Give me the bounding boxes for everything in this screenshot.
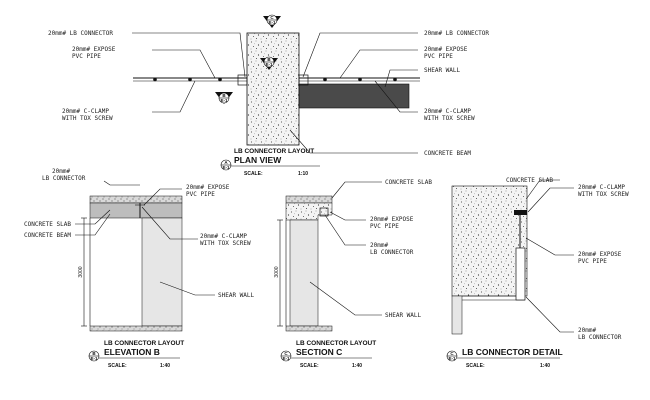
concrete-beam xyxy=(89,202,183,219)
svg-text:E-1: E-1 xyxy=(220,98,228,103)
label-lb-connector: 20mm# LB CONNECTOR xyxy=(48,30,113,37)
label-c-clamp: WITH TOX SCREW xyxy=(200,240,251,247)
plan-scale-value: 1:10 xyxy=(298,171,308,177)
section-scale-value: 1:40 xyxy=(352,363,362,369)
svg-text:C: C xyxy=(284,351,288,356)
label-c-clamp: 20mm# C-CLAMP xyxy=(62,108,109,115)
label-lb-connector: LB CONNECTOR xyxy=(578,334,622,341)
clamp-right-2 xyxy=(358,77,362,82)
dimension-text: 3000 xyxy=(274,266,280,277)
label-concrete-slab: CONCRETE SLAB xyxy=(385,179,432,186)
elevation-scale-value: 1:40 xyxy=(160,363,170,369)
section-marker-left: B E-1 xyxy=(215,92,233,104)
plan-subtitle: PLAN VIEW xyxy=(234,155,282,165)
detail-title: LB CONNECTOR DETAIL xyxy=(462,347,563,357)
label-lb-connector: 20mm# LB CONNECTOR xyxy=(424,30,489,37)
label-c-clamp: 20mm# C-CLAMP xyxy=(424,108,471,115)
plan-view: 20mm# LB CONNECTOR 20mm# EXPOSE PVC PIPE… xyxy=(48,14,489,177)
detail-scale-value: 1:40 xyxy=(540,363,550,369)
svg-text:A: A xyxy=(224,160,228,165)
floor-slab xyxy=(285,325,333,332)
svg-text:B: B xyxy=(222,93,226,98)
svg-text:E-1: E-1 xyxy=(90,356,98,361)
clamp-left-3 xyxy=(218,77,222,82)
section-marker-mid: B E-1 xyxy=(260,56,278,70)
label-c-clamp: WITH TOX SCREW xyxy=(424,115,475,122)
svg-text:E-1: E-1 xyxy=(268,20,276,25)
svg-text:E-1: E-1 xyxy=(282,356,290,361)
shear-wall xyxy=(289,219,319,327)
concrete-slab xyxy=(89,195,183,204)
label-concrete-beam: CONCRETE BEAM xyxy=(424,150,471,157)
svg-text:B: B xyxy=(267,57,271,62)
clamp-left-2 xyxy=(188,77,192,82)
label-lb-connector: 20mm# xyxy=(578,327,596,334)
label-expose-pipe: PVC PIPE xyxy=(370,223,399,230)
pvc-pipe-vertical xyxy=(515,247,526,301)
label-lb-connector: LB CONNECTOR xyxy=(370,249,414,256)
label-shear-wall: SHEAR WALL xyxy=(385,312,422,319)
label-expose-pipe: PVC PIPE xyxy=(578,258,607,265)
label-expose-pipe: 20mm# EXPOSE xyxy=(370,216,414,223)
label-lb-connector: 20mm# xyxy=(370,242,388,249)
svg-text:C: C xyxy=(270,15,274,20)
label-c-clamp: WITH TOX SCREW xyxy=(578,191,629,198)
plan-title: LB CONNECTOR LAYOUT xyxy=(234,148,314,155)
shear-wall xyxy=(141,217,183,327)
label-c-clamp: 20mm# C-CLAMP xyxy=(578,184,625,191)
elevation-title: LB CONNECTOR LAYOUT xyxy=(104,340,184,347)
elevation-b: 3000 20mm# LB CONNECTOR CONCRETE SLAB CO… xyxy=(24,168,255,369)
plan-scale-label: SCALE: xyxy=(244,171,263,177)
section-subtitle: SECTION C xyxy=(296,347,342,357)
label-expose-pipe: 20mm# EXPOSE xyxy=(578,251,622,258)
concrete-slab xyxy=(451,185,528,297)
elevation-scale-label: SCALE: xyxy=(108,363,127,369)
clamp-right-3 xyxy=(393,77,397,82)
label-c-clamp: 20mm# C-CLAMP xyxy=(200,233,247,240)
floor-slab xyxy=(89,325,183,332)
detail-scale-label: SCALE: xyxy=(466,363,485,369)
label-lb-connector: 20mm# xyxy=(52,168,70,175)
lb-connector-detail: CONCRETE SLAB 20mm# C-CLAMP WITH TOX SCR… xyxy=(446,177,629,369)
svg-text:E-1: E-1 xyxy=(448,356,456,361)
label-concrete-slab: CONCRETE SLAB xyxy=(506,177,553,184)
label-expose-pipe: 20mm# EXPOSE xyxy=(186,184,230,191)
label-shear-wall: SHEAR WALL xyxy=(218,292,255,299)
label-concrete-slab: CONCRETE SLAB xyxy=(24,221,71,228)
elevation-subtitle: ELEVATION B xyxy=(104,347,160,357)
shear-wall xyxy=(451,295,463,335)
svg-text:B: B xyxy=(92,351,96,356)
concrete-slab xyxy=(285,195,333,204)
label-expose-pipe: 20mm# EXPOSE xyxy=(424,46,468,53)
concrete-column xyxy=(246,32,300,146)
section-title: LB CONNECTOR LAYOUT xyxy=(296,340,376,347)
concrete-beam xyxy=(285,202,333,221)
svg-text:C: C xyxy=(450,351,454,356)
clamp-right-1 xyxy=(323,77,327,82)
label-concrete-beam: CONCRETE BEAM xyxy=(24,232,71,239)
clamp-left-1 xyxy=(153,77,157,82)
section-marker-top: C E-1 xyxy=(263,14,281,28)
label-shear-wall: SHEAR WALL xyxy=(424,67,461,74)
svg-text:E-1: E-1 xyxy=(222,165,230,170)
label-expose-pipe: PVC PIPE xyxy=(186,191,215,198)
lb-connector-left xyxy=(237,74,248,86)
shear-wall-plan xyxy=(298,83,410,109)
label-c-clamp: WITH TOX SCREW xyxy=(62,115,113,122)
label-expose-pipe: PVC PIPE xyxy=(72,53,101,60)
dimension-text: 3000 xyxy=(78,266,84,277)
svg-text:E-1: E-1 xyxy=(265,62,273,67)
label-expose-pipe: 20mm# EXPOSE xyxy=(72,46,116,53)
label-expose-pipe: PVC PIPE xyxy=(424,53,453,60)
label-lb-connector: LB CONNECTOR xyxy=(42,175,86,182)
section-scale-label: SCALE: xyxy=(300,363,319,369)
section-c: 3000 CONCRETE SLAB 20mm# EXPOSE PVC PIPE… xyxy=(274,179,432,369)
c-clamp-detail xyxy=(514,210,527,215)
